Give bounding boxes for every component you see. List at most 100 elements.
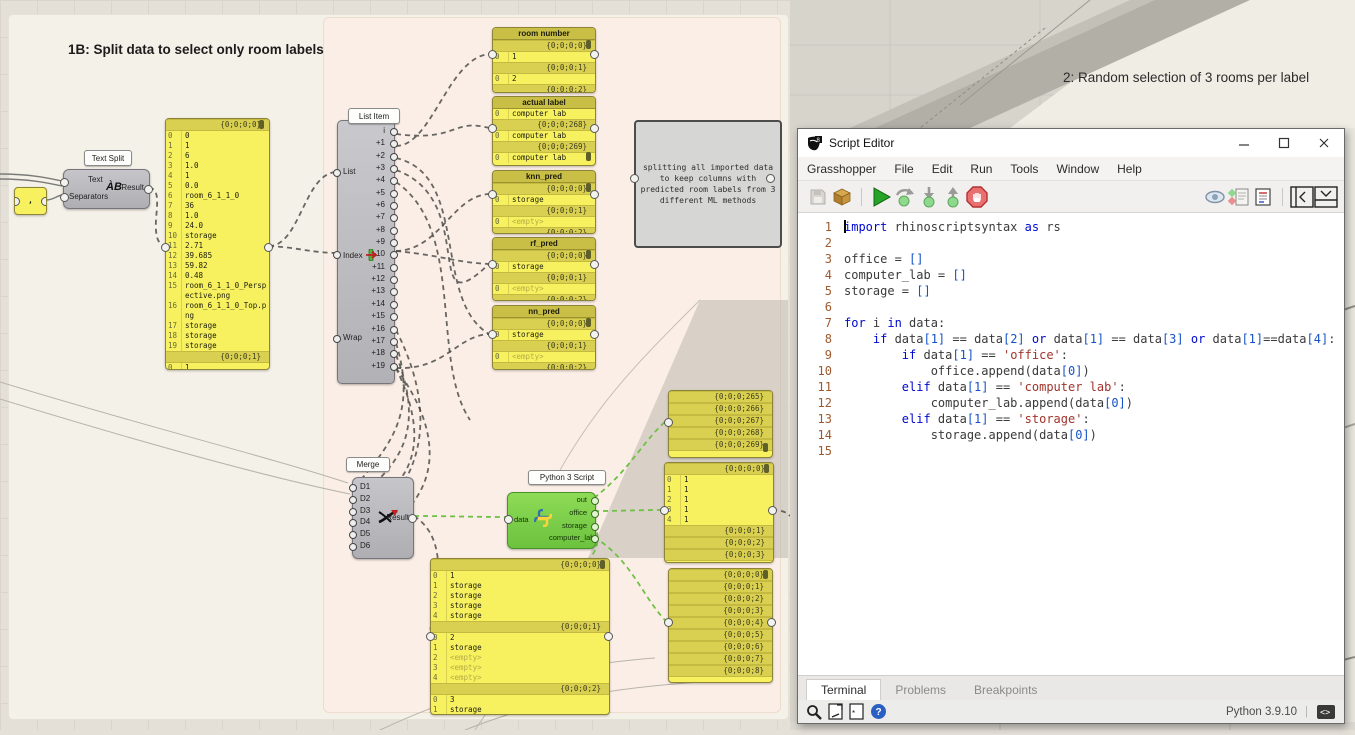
script-editor-window[interactable]: 8 Script Editor GrasshopperFileEditRunTo… (797, 128, 1345, 724)
right-panel-1-scroll[interactable] (763, 443, 768, 452)
close-button[interactable] (1304, 129, 1344, 157)
text-split-input-text[interactable]: Text (88, 175, 103, 184)
document-icon[interactable] (1251, 185, 1275, 209)
list-item-output[interactable]: +18 (338, 347, 394, 359)
compare-icon[interactable] (1227, 185, 1251, 209)
merge-input[interactable]: D1 (353, 481, 379, 493)
stop-icon[interactable] (965, 185, 989, 209)
step-into-icon[interactable] (917, 185, 941, 209)
separator-in-nub[interactable] (14, 197, 20, 206)
room-number-out-nub[interactable] (590, 50, 599, 59)
code-line[interactable]: 5storage = [] (798, 283, 1344, 299)
bottom-panel-scroll[interactable] (600, 560, 605, 569)
list-item-output[interactable]: +7 (338, 211, 394, 223)
merge-component[interactable]: D1D2D3D4D5D6 Result (352, 477, 414, 559)
run-icon[interactable] (869, 185, 893, 209)
python-output[interactable]: storage (549, 520, 595, 533)
list-item-input-list[interactable]: List (343, 167, 355, 176)
minimize-button[interactable] (1224, 129, 1264, 157)
code-line[interactable]: 2 (798, 235, 1344, 251)
text-split-component[interactable]: Text Separators ÀB Result (63, 169, 150, 209)
nn-pred-scroll[interactable] (586, 318, 591, 327)
text-split-in-nub-1[interactable] (60, 178, 69, 187)
list-item-output[interactable]: +11 (338, 261, 394, 273)
list-item-component[interactable]: i+1+2+3+4+5+6+7+8+9+10+11+12+13+14+15+16… (337, 120, 395, 384)
code-line[interactable]: 12 computer_lab.append(data[0]) (798, 395, 1344, 411)
text-split-output-result[interactable]: Result (121, 183, 144, 192)
right-panel-2-out-nub[interactable] (768, 506, 777, 515)
tab-terminal[interactable]: Terminal (806, 679, 881, 700)
separator-panel[interactable]: , (14, 187, 47, 215)
list-item-input-index[interactable]: Index (343, 249, 379, 261)
actual-label-panel[interactable]: actual label0computer lab{0;0;0;268}0com… (492, 96, 596, 166)
merge-input[interactable]: D6 (353, 540, 379, 552)
bottom-data-panel[interactable]: {0;0;0;0}011storage2storage3storage4stor… (430, 558, 610, 715)
help-icon[interactable]: ? (870, 703, 887, 720)
rf-pred-scroll[interactable] (586, 250, 591, 259)
bottom-panel-out-nub[interactable] (604, 632, 613, 641)
code-editor[interactable]: 1import rhinoscriptsyntax as rs23office … (798, 213, 1344, 675)
titlebar[interactable]: 8 Script Editor (798, 129, 1344, 157)
rf-pred-out-nub[interactable] (590, 260, 599, 269)
main-panel-out-nub[interactable] (264, 243, 273, 252)
panel-bottom-icon[interactable] (1314, 185, 1338, 209)
actual-label-in-nub[interactable] (488, 124, 497, 133)
tab-problems[interactable]: Problems (881, 680, 960, 700)
eye-icon[interactable] (1203, 185, 1227, 209)
right-panel-2-in-nub[interactable] (660, 506, 669, 515)
right-panel-1-in-nub[interactable] (664, 418, 673, 427)
code-line[interactable]: 6 (798, 299, 1344, 315)
list-item-output[interactable]: +15 (338, 310, 394, 322)
list-item-output[interactable]: +1 (338, 137, 394, 149)
list-item-input-wrap[interactable]: Wrap (343, 333, 362, 342)
list-item-output[interactable]: +6 (338, 199, 394, 211)
text-split-input-separators[interactable]: Separators (69, 192, 108, 201)
list-item-output[interactable]: +2 (338, 150, 394, 162)
separator-out-nub[interactable] (41, 197, 47, 206)
right-panel-3-in-nub[interactable] (664, 618, 673, 627)
python-input-data[interactable]: data (514, 515, 529, 524)
code-line[interactable]: 10 office.append(data[0]) (798, 363, 1344, 379)
note-panel[interactable]: splitting all imported data to keep colu… (634, 120, 782, 248)
list-item-output[interactable]: i (338, 125, 394, 137)
menu-edit[interactable]: Edit (923, 162, 962, 176)
code-line[interactable]: 9 if data[1] == 'office': (798, 347, 1344, 363)
merge-input[interactable]: D5 (353, 528, 379, 540)
list-item-output[interactable]: +4 (338, 174, 394, 186)
list-item-output[interactable]: +9 (338, 236, 394, 248)
python-output[interactable]: computer_lab (549, 532, 595, 545)
note-in-nub[interactable] (630, 174, 639, 183)
room-number-scroll[interactable] (586, 40, 591, 49)
knn-pred-out-nub[interactable] (590, 190, 599, 199)
list-item-output[interactable]: +13 (338, 285, 394, 297)
knn-pred-in-nub[interactable] (488, 190, 497, 199)
menu-grasshopper[interactable]: Grasshopper (798, 162, 885, 176)
menu-run[interactable]: Run (961, 162, 1001, 176)
code-toggle-icon[interactable]: <> (1316, 704, 1336, 720)
step-over-icon[interactable] (893, 185, 917, 209)
main-panel-in-nub[interactable] (161, 243, 170, 252)
python-in-nub[interactable] (504, 515, 513, 524)
right-panel-2-scroll[interactable] (764, 464, 769, 473)
list-item-output[interactable]: +5 (338, 187, 394, 199)
code-line[interactable]: 1import rhinoscriptsyntax as rs (798, 219, 1344, 235)
knn-pred-scroll[interactable] (586, 183, 591, 192)
bottom-panel-in-nub[interactable] (426, 632, 435, 641)
note-out-nub[interactable] (766, 174, 775, 183)
main-panel-scroll[interactable] (259, 120, 264, 129)
right-panel-3-scroll[interactable] (763, 570, 768, 579)
text-split-out-nub[interactable] (144, 185, 153, 194)
code-line[interactable]: 4computer_lab = [] (798, 267, 1344, 283)
list-item-output[interactable]: +14 (338, 298, 394, 310)
merge-out-nub[interactable] (408, 514, 417, 523)
room-number-panel[interactable]: room number{0;0;0;0}01{0;0;0;1}02{0;0;0;… (492, 27, 596, 93)
right-panel-2[interactable]: {0;0;0;0}0111213141{0;0;0;1}{0;0;0;2}{0;… (664, 462, 774, 563)
code-line[interactable]: 7for i in data: (798, 315, 1344, 331)
list-item-output[interactable]: +19 (338, 360, 394, 372)
tab-breakpoints[interactable]: Breakpoints (960, 680, 1051, 700)
right-panel-3[interactable]: {0;0;0;0}{0;0;0;1}{0;0;0;2}{0;0;0;3}{0;0… (668, 568, 773, 683)
maximize-button[interactable] (1264, 129, 1304, 157)
code-line[interactable]: 14 storage.append(data[0]) (798, 427, 1344, 443)
knn-pred-panel[interactable]: knn_pred{0;0;0;0}0storage{0;0;0;1}0<empt… (492, 170, 596, 234)
menu-help[interactable]: Help (1108, 162, 1151, 176)
